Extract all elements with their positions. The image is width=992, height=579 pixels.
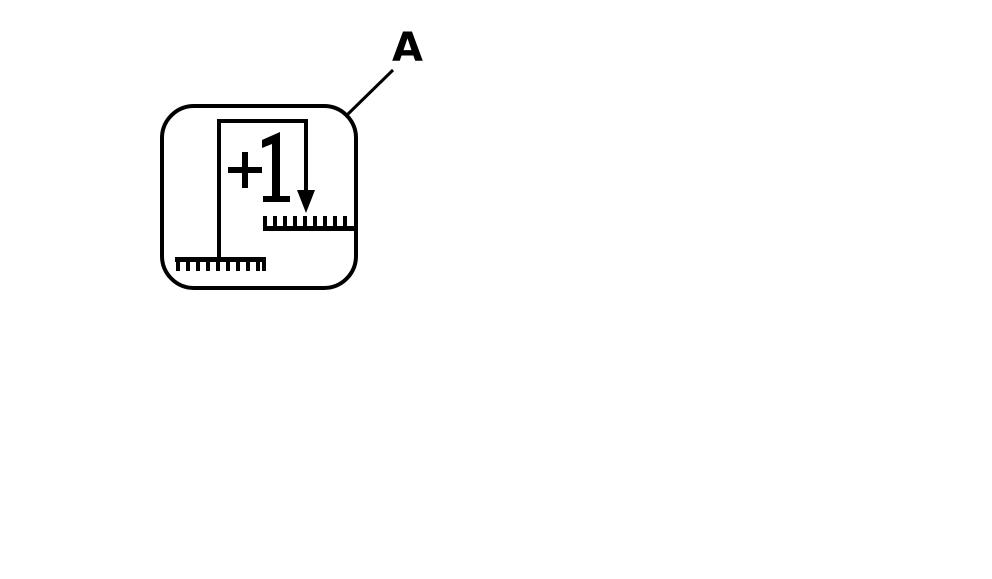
bracket-line bbox=[217, 119, 308, 260]
callout-label-a: A bbox=[392, 25, 423, 71]
plus-one-label bbox=[228, 132, 290, 202]
lower-ground-line bbox=[175, 257, 266, 271]
level-offset-icon bbox=[160, 104, 358, 290]
upper-ground-line bbox=[263, 216, 354, 231]
callout-leader-line bbox=[345, 68, 395, 117]
down-arrow-icon bbox=[297, 190, 315, 213]
icon-frame bbox=[160, 104, 358, 290]
